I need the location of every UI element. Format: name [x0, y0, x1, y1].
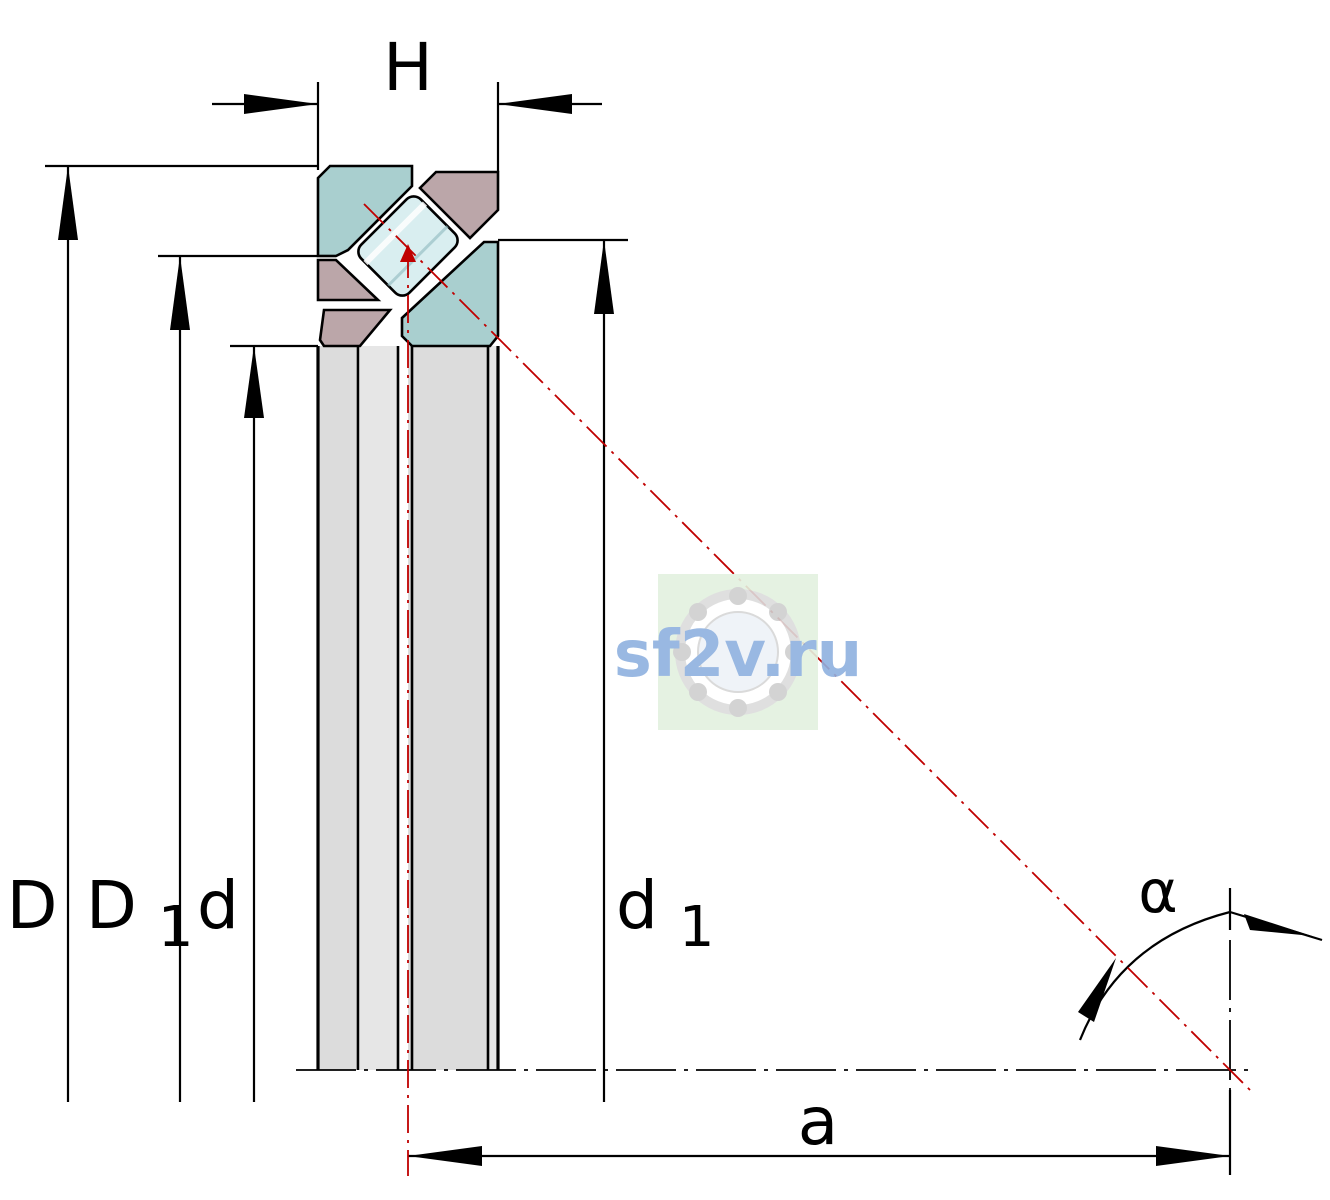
angle-alpha: α [1078, 857, 1323, 1041]
centerlines [296, 203, 1253, 1176]
label-D1-subscript: 1 [158, 895, 194, 960]
dimension-d: d [197, 346, 264, 1102]
body-strip-right [408, 346, 488, 1070]
label-d: d [197, 867, 239, 944]
dimension-D1: D 1 [86, 256, 193, 1102]
inner-washer-section [400, 240, 500, 348]
body-strip-left [318, 346, 358, 1070]
contact-angle-line [363, 203, 1253, 1093]
label-D1-main: D [86, 867, 137, 944]
pressure-vertex-arrow [400, 244, 416, 262]
outer-washer-section [316, 164, 414, 258]
label-d1: d 1 [616, 867, 715, 960]
label-a: a [798, 1083, 838, 1160]
body-strip-middle [360, 346, 398, 1070]
label-D1: D 1 [86, 867, 193, 960]
bearing-body [316, 346, 500, 1070]
dimension-a: a [408, 1083, 1232, 1175]
watermark-text: sf2v.ru [614, 618, 862, 692]
dimension-D: D [7, 166, 78, 1102]
extension-lines [45, 82, 1232, 930]
label-H: H [383, 29, 433, 106]
label-D: D [7, 867, 58, 944]
body-strip-edge [488, 346, 498, 1070]
label-d1-main: d [616, 867, 658, 944]
lower-ring-section [318, 308, 393, 348]
dimension-d1: d 1 [594, 240, 715, 1102]
lower-cage-section [316, 258, 382, 302]
label-d1-subscript: 1 [679, 895, 715, 960]
label-alpha: α [1138, 857, 1178, 927]
dimension-H: H [212, 29, 602, 114]
watermark: sf2v.ru [614, 574, 862, 730]
